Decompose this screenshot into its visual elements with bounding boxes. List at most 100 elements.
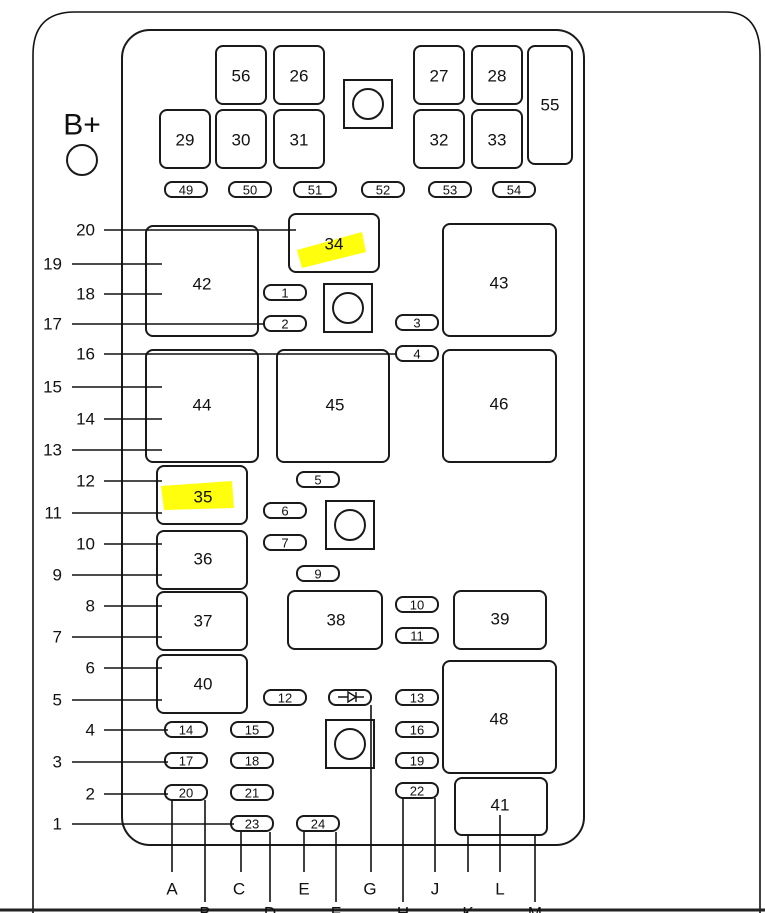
svg-text:26: 26 <box>290 67 309 86</box>
mini-fuse-50: 50 <box>228 181 272 198</box>
svg-text:20: 20 <box>179 786 193 801</box>
mini-fuse-2: 2 <box>263 315 307 332</box>
mini-fuse-11: 11 <box>395 627 439 644</box>
relay-56: 56 <box>215 45 267 105</box>
svg-text:10: 10 <box>410 598 424 613</box>
mini-fuse-1: 1 <box>263 284 307 301</box>
svg-text:46: 46 <box>490 395 509 414</box>
highlight-mark <box>297 232 366 268</box>
svg-text:4: 4 <box>413 347 420 362</box>
pin-label: D <box>264 904 276 913</box>
svg-text:5: 5 <box>314 473 321 488</box>
pin-label: 8 <box>86 597 95 616</box>
left-pin-labels: 20 19 18 17 16 15 14 13 12 11 10 9 8 7 6… <box>43 221 396 834</box>
relay-36: 36 <box>156 530 248 590</box>
mini-fuse-19: 19 <box>395 752 439 769</box>
svg-text:42: 42 <box>193 275 212 294</box>
mini-fuse-52: 52 <box>361 181 405 198</box>
diode-symbol <box>328 689 372 706</box>
svg-text:29: 29 <box>176 131 195 150</box>
svg-text:12: 12 <box>278 691 292 706</box>
relay-35: 35 <box>156 465 248 525</box>
svg-text:19: 19 <box>410 754 424 769</box>
svg-text:24: 24 <box>311 817 325 832</box>
svg-text:40: 40 <box>194 675 213 694</box>
svg-text:23: 23 <box>245 817 259 832</box>
pin-label: J <box>431 880 440 899</box>
mini-fuse-6: 6 <box>263 502 307 519</box>
pin-label: 7 <box>53 628 62 647</box>
svg-text:33: 33 <box>488 131 507 150</box>
relay-30: 30 <box>215 109 267 169</box>
mini-fuse-23: 23 <box>230 815 274 832</box>
svg-text:44: 44 <box>193 396 212 415</box>
bplus-label: B+ <box>63 109 101 142</box>
svg-text:54: 54 <box>507 183 521 198</box>
mini-fuse-17: 17 <box>164 752 208 769</box>
svg-text:48: 48 <box>490 710 509 729</box>
bolt-stud <box>343 79 393 129</box>
outer-housing <box>32 11 761 913</box>
relay-44: 44 <box>145 349 259 463</box>
bolt-stud <box>325 719 375 769</box>
mini-fuse-54: 54 <box>492 181 536 198</box>
pin-label: 16 <box>76 345 95 364</box>
relay-55: 55 <box>527 45 573 165</box>
pin-label: 20 <box>76 221 95 240</box>
bplus-terminal <box>66 144 98 176</box>
mini-fuse-4: 4 <box>395 345 439 362</box>
svg-text:36: 36 <box>194 550 213 569</box>
bottom-leader-lines <box>171 705 536 902</box>
bolt-stud <box>325 500 375 550</box>
bottom-pin-labels: A B C D E F G H J K L M <box>166 880 542 913</box>
svg-text:9: 9 <box>314 567 321 582</box>
bolt-stud <box>323 283 373 333</box>
svg-text:30: 30 <box>232 131 251 150</box>
svg-text:7: 7 <box>281 536 288 551</box>
mini-fuse-3: 3 <box>395 314 439 331</box>
pin-label: G <box>363 880 376 899</box>
mini-fuse-53: 53 <box>428 181 472 198</box>
svg-text:56: 56 <box>232 67 251 86</box>
svg-text:11: 11 <box>410 629 424 644</box>
svg-text:37: 37 <box>194 612 213 631</box>
relay-29: 29 <box>159 109 211 169</box>
pin-label: B <box>199 904 210 913</box>
relay-41: 41 <box>454 777 548 836</box>
pin-label: F <box>331 904 341 913</box>
svg-text:51: 51 <box>308 183 322 198</box>
pin-label: 4 <box>86 721 95 740</box>
svg-text:39: 39 <box>491 610 510 629</box>
svg-text:45: 45 <box>326 396 345 415</box>
mini-fuse-21: 21 <box>230 784 274 801</box>
pin-label: 11 <box>44 504 62 523</box>
svg-text:14: 14 <box>179 723 193 738</box>
pin-label: 17 <box>43 315 62 334</box>
mini-fuse-5: 5 <box>296 471 340 488</box>
relay-40: 40 <box>156 654 248 714</box>
svg-text:3: 3 <box>413 316 420 331</box>
relay-45: 45 <box>276 349 390 463</box>
pin-label: A <box>166 880 178 899</box>
relay-42: 42 <box>145 225 259 337</box>
svg-text:49: 49 <box>179 183 193 198</box>
svg-text:34: 34 <box>325 235 344 254</box>
mini-fuse-16: 16 <box>395 721 439 738</box>
pin-label: 2 <box>86 785 95 804</box>
svg-text:31: 31 <box>290 131 309 150</box>
svg-text:6: 6 <box>281 504 288 519</box>
svg-text:35: 35 <box>194 488 213 507</box>
svg-text:32: 32 <box>430 131 449 150</box>
svg-text:21: 21 <box>245 786 259 801</box>
svg-text:16: 16 <box>410 723 424 738</box>
svg-text:55: 55 <box>541 96 560 115</box>
relay-28: 28 <box>471 45 523 105</box>
relay-26: 26 <box>273 45 325 105</box>
svg-text:38: 38 <box>327 611 346 630</box>
svg-text:27: 27 <box>430 67 449 86</box>
svg-text:18: 18 <box>245 754 259 769</box>
pin-label: 3 <box>53 753 62 772</box>
relay-38: 38 <box>287 590 383 650</box>
mini-fuse-24: 24 <box>296 815 340 832</box>
pin-label: 10 <box>76 535 95 554</box>
